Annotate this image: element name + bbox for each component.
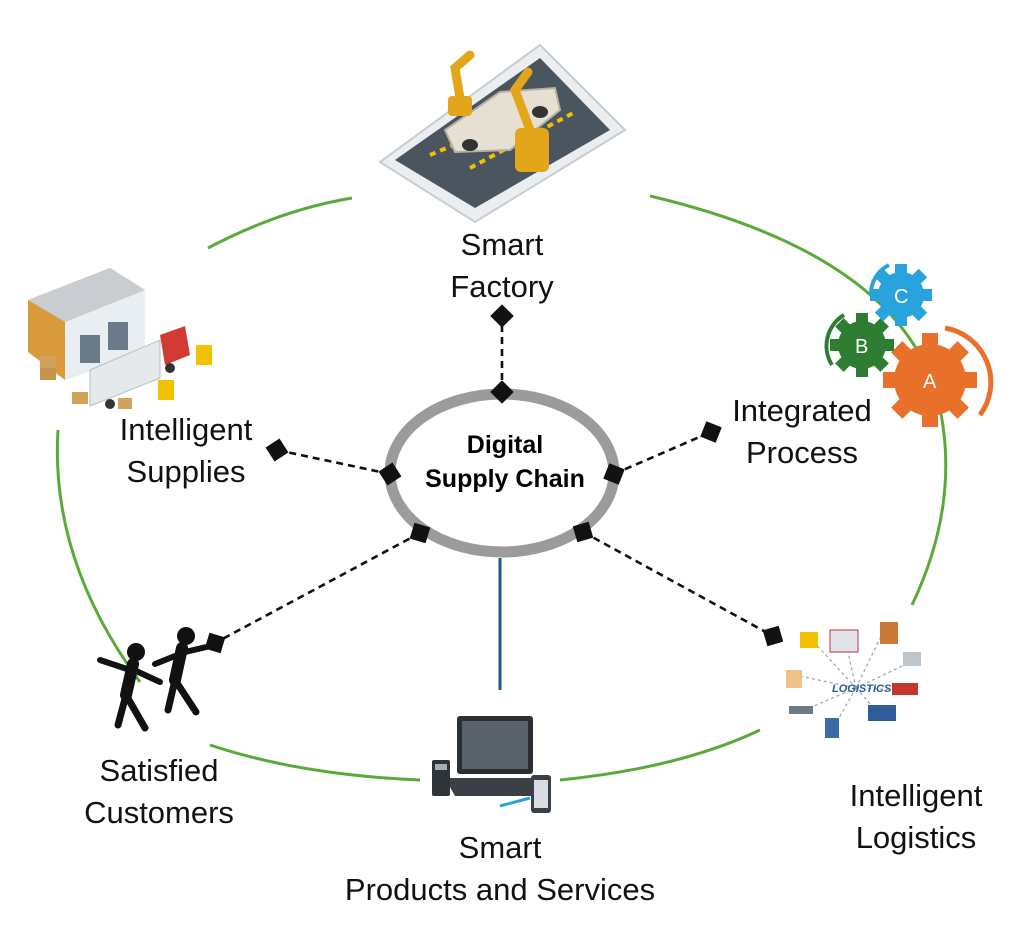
node-smart-factory: Smart Factory [412, 224, 592, 308]
intelligent-supplies-line2: Supplies [126, 454, 246, 489]
center-label-line1: Digital [466, 431, 544, 459]
robotic-car-assembly-tablet-icon [378, 43, 627, 224]
logistics-network-icon: LOGISTICS [786, 608, 928, 748]
laptop-devices-icon [432, 716, 551, 813]
logistics-title: LOGISTICS [832, 683, 892, 695]
intelligent-logistics-line2: Logistics [855, 820, 977, 855]
center-label-line2: Supply Chain [425, 465, 585, 493]
node-integrated-process: Integrated Process [712, 390, 892, 474]
integrated-process-line2: Process [746, 435, 858, 470]
gear-label-a: A [923, 371, 937, 393]
node-intelligent-supplies: Intelligent Supplies [96, 409, 276, 493]
satisfied-customers-line1: Satisfied [99, 753, 219, 788]
connector-supplies [265, 438, 402, 486]
warehouse-truck-icon [28, 268, 212, 409]
intelligent-supplies-line1: Intelligent [119, 412, 253, 447]
integrated-process-line1: Integrated [732, 393, 872, 428]
intelligent-logistics-line1: Intelligent [849, 778, 983, 813]
gears-icon: A B C [824, 263, 994, 427]
smart-factory-line2: Factory [450, 269, 554, 304]
gear-label-c: C [894, 286, 908, 308]
happy-people-icon [97, 627, 218, 732]
connectors [204, 304, 784, 654]
smart-products-line2: Products and Services [344, 872, 656, 907]
connector-process [603, 421, 722, 485]
node-intelligent-logistics: Intelligent Logistics [826, 775, 1006, 859]
satisfied-customers-line2: Customers [84, 795, 234, 830]
connector-logistics [572, 521, 784, 647]
node-satisfied-customers: Satisfied Customers [64, 750, 254, 834]
smart-products-line1: Smart [458, 830, 542, 865]
connector-customers [204, 522, 431, 654]
smart-factory-line1: Smart [460, 227, 544, 262]
outer-ring [55, 194, 948, 782]
center-label: Digital Supply Chain [400, 428, 610, 496]
gear-label-b: B [855, 336, 868, 358]
node-smart-products: Smart Products and Services [320, 827, 680, 911]
